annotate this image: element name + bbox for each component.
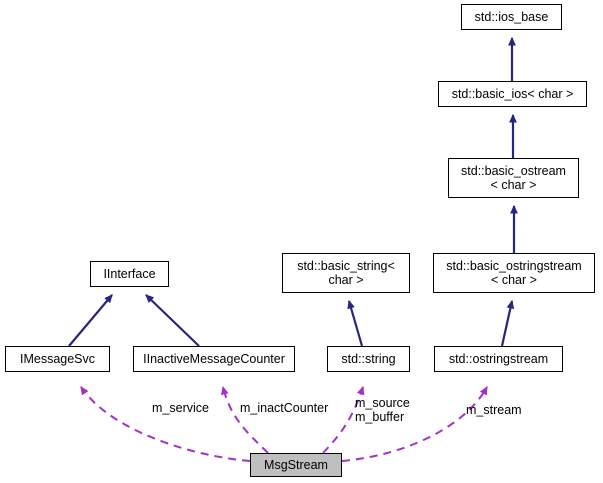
inheritance-edge-IMessageSvc-IInterface (68, 294, 113, 347)
inheritance-edges (68, 36, 518, 347)
edge-label-m-inactcounter: m_inactCounter (240, 401, 329, 415)
inheritance-edge-ostringstream-basic_ostringstream (500, 299, 515, 347)
inheritance-edge-std_string-basic_string (347, 299, 364, 347)
usage-edges (80, 385, 488, 462)
usage-edge-m_source-m_buffer (322, 385, 365, 454)
edge-label-m-service: m_service (152, 401, 209, 415)
edge-label-m-source-m-buffer: m_source m_buffer (355, 396, 410, 424)
class-node-std-basic-ostringstream-char[interactable]: std::basic_ostringstream < char > (433, 253, 595, 293)
class-node-std-ostringstream[interactable]: std::ostringstream (434, 346, 563, 372)
class-node-std-string[interactable]: std::string (327, 346, 410, 372)
usage-edge-m_service (80, 386, 251, 462)
class-node-iinterface[interactable]: IInterface (90, 261, 169, 287)
inheritance-edge-IInactiveMessageCounter-IInterface (145, 294, 200, 347)
class-node-msgstream[interactable]: MsgStream (250, 453, 342, 477)
class-node-std-ios-base[interactable]: std::ios_base (461, 4, 562, 30)
edge-label-m-stream: m_stream (466, 403, 522, 417)
class-node-imessagesvc[interactable]: IMessageSvc (5, 346, 110, 372)
class-node-std-basic-ostream-char[interactable]: std::basic_ostream < char > (448, 158, 579, 198)
class-node-std-basic-ios-char[interactable]: std::basic_ios< char > (438, 81, 587, 107)
class-node-std-basic-string-char[interactable]: std::basic_string< char > (282, 253, 410, 293)
class-node-iinactivemessagecounter[interactable]: IInactiveMessageCounter (133, 346, 295, 372)
usage-edge-m_stream (341, 386, 488, 462)
usage-edge-m_inactCounter (220, 385, 269, 454)
